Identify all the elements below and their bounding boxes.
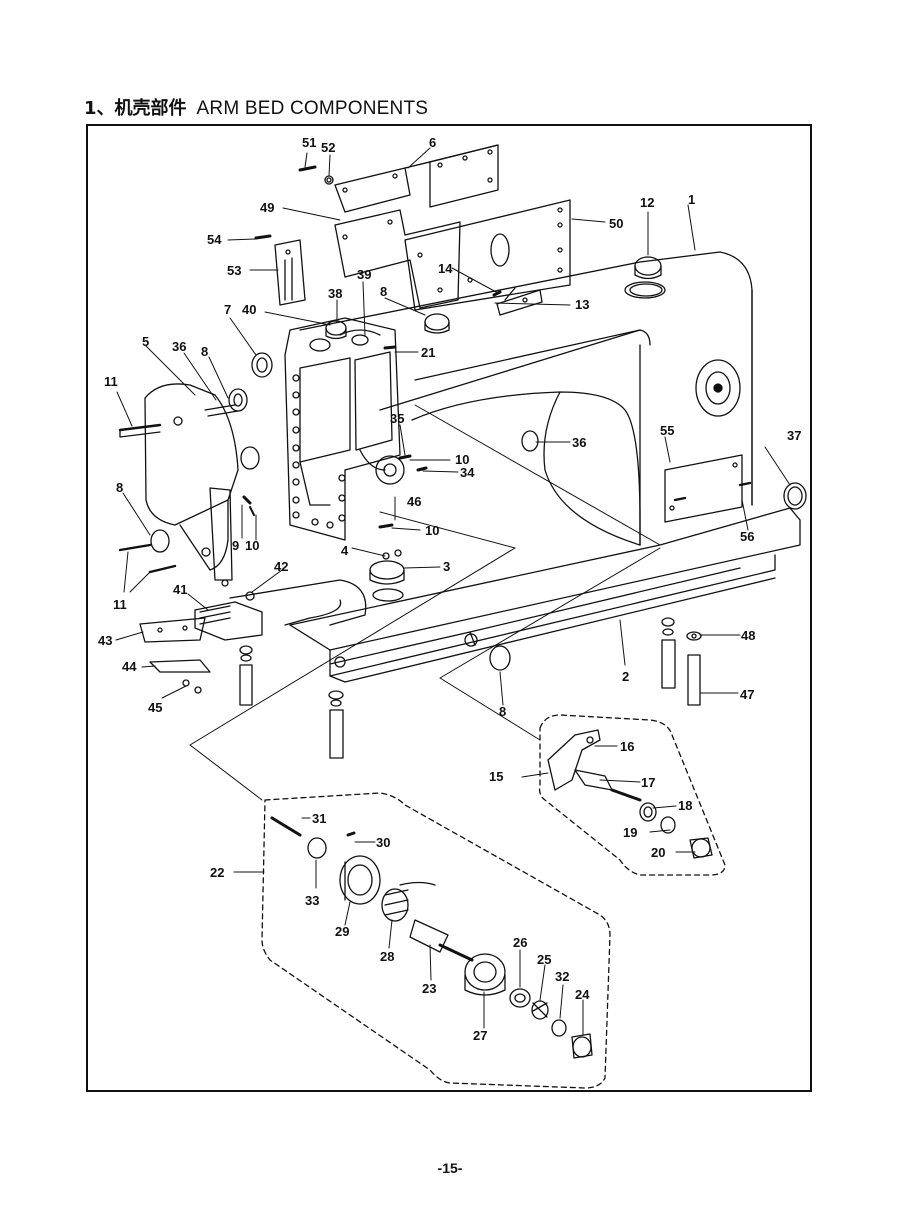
callout-30: 30 xyxy=(376,835,390,850)
callout-35: 35 xyxy=(390,411,404,426)
callout-55: 55 xyxy=(660,423,674,438)
callout-36-left: 36 xyxy=(172,339,186,354)
callout-10-b: 10 xyxy=(455,452,469,467)
gasket xyxy=(334,209,461,309)
title-english: ARM BED COMPONENTS xyxy=(196,98,429,119)
callout-47: 47 xyxy=(740,687,754,702)
callout-25: 25 xyxy=(537,952,551,967)
callout-23: 23 xyxy=(422,981,436,996)
callout-8-bed: 8 xyxy=(499,704,506,719)
callout-49: 49 xyxy=(260,200,274,215)
needle-plate-assembly xyxy=(139,487,367,694)
callout-27: 27 xyxy=(473,1028,487,1043)
callout-14: 14 xyxy=(438,261,453,276)
callout-31: 31 xyxy=(312,811,326,826)
callout-11-bottom: 11 xyxy=(113,597,127,612)
callout-52: 52 xyxy=(321,140,335,155)
hinge-posts xyxy=(239,617,702,759)
diagram-frame xyxy=(86,124,812,1092)
callout-54: 54 xyxy=(207,232,222,247)
callout-28: 28 xyxy=(380,949,394,964)
callout-38: 38 xyxy=(328,286,342,301)
callout-5: 5 xyxy=(142,334,149,349)
callout-2: 2 xyxy=(622,669,629,684)
callout-8-plug: 8 xyxy=(380,284,387,299)
title-index: 1、 xyxy=(84,98,115,119)
head-frame xyxy=(284,317,405,541)
page-title: 1、机壳部件 ARM BED COMPONENTS xyxy=(84,94,428,120)
callout-8-face: 8 xyxy=(116,480,123,495)
callout-29: 29 xyxy=(335,924,349,939)
callout-37: 37 xyxy=(787,428,801,443)
arm-body xyxy=(289,251,801,683)
callout-40: 40 xyxy=(242,302,256,317)
callout-19: 19 xyxy=(623,825,637,840)
callout-22: 22 xyxy=(210,865,224,880)
small-screws xyxy=(242,165,752,529)
callout-46: 46 xyxy=(407,494,421,509)
callout-8-left: 8 xyxy=(201,344,208,359)
callout-24: 24 xyxy=(575,987,590,1002)
callout-53: 53 xyxy=(227,263,241,278)
oil-reservoir-parts xyxy=(369,287,543,602)
callout-32: 32 xyxy=(555,969,569,984)
rubber-plugs xyxy=(228,256,807,671)
callout-26: 26 xyxy=(513,935,527,950)
callout-labels: 1 2 3 4 5 6 7 8 8 8 8 9 10 10 10 11 11 1… xyxy=(98,135,801,1043)
hook-assembly-box xyxy=(261,792,611,1089)
callout-18: 18 xyxy=(678,798,692,813)
callout-36-right: 36 xyxy=(572,435,586,450)
top-cover-plate xyxy=(334,144,510,267)
callout-33: 33 xyxy=(305,893,319,908)
callout-15: 15 xyxy=(489,769,503,784)
callout-6: 6 xyxy=(429,135,436,150)
callout-51: 51 xyxy=(302,135,316,150)
callout-13: 13 xyxy=(575,297,589,312)
face-plate xyxy=(118,383,239,574)
callout-21: 21 xyxy=(421,345,435,360)
leader-lines xyxy=(115,147,791,1036)
callout-45: 45 xyxy=(148,700,162,715)
callout-12: 12 xyxy=(640,195,654,210)
side-cover xyxy=(404,199,571,311)
callout-44: 44 xyxy=(122,659,137,674)
callout-48: 48 xyxy=(741,628,755,643)
callout-43: 43 xyxy=(98,633,112,648)
thread-guide-plate xyxy=(274,239,306,306)
callout-9: 9 xyxy=(232,538,239,553)
callout-41: 41 xyxy=(173,582,187,597)
callout-7: 7 xyxy=(224,302,231,317)
callout-20: 20 xyxy=(651,845,665,860)
callout-50: 50 xyxy=(609,216,623,231)
callout-3: 3 xyxy=(443,559,450,574)
page-number: -15- xyxy=(437,1160,463,1176)
callout-34: 34 xyxy=(460,465,475,480)
callout-39: 39 xyxy=(357,267,371,282)
callout-4: 4 xyxy=(341,543,349,558)
callout-42: 42 xyxy=(274,559,288,574)
callout-10-a: 10 xyxy=(245,538,259,553)
callout-56: 56 xyxy=(740,529,754,544)
callout-10-c: 10 xyxy=(425,523,439,538)
callout-11-top: 11 xyxy=(104,374,118,389)
name-plate xyxy=(664,454,743,523)
title-chinese: 机壳部件 xyxy=(114,98,187,119)
callout-1: 1 xyxy=(688,192,695,207)
callout-17: 17 xyxy=(641,775,655,790)
callout-16: 16 xyxy=(620,739,634,754)
